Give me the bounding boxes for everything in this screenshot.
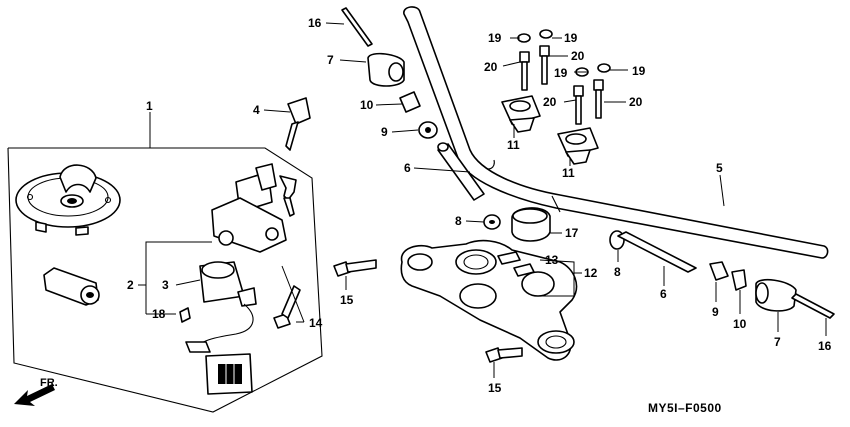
front-direction-arrow — [14, 384, 55, 406]
switch-connector — [179, 261, 257, 395]
callout-17: 17 — [565, 226, 579, 240]
left-bar-end — [341, 7, 485, 201]
leader-lines — [138, 22, 827, 378]
callout-labels: 1 2 3 4 5 6 6 7 7 8 8 9 9 10 10 11 11 12… — [127, 16, 832, 395]
callout-20-a: 20 — [484, 60, 498, 74]
callout-8-left: 8 — [455, 214, 462, 228]
callout-1: 1 — [146, 99, 153, 113]
bolt-14 — [273, 285, 301, 329]
assembly-outline-1 — [7, 147, 323, 413]
stem-nut-17 — [511, 207, 551, 242]
callout-14: 14 — [309, 316, 323, 330]
callout-12: 12 — [584, 266, 598, 280]
callout-3: 3 — [162, 278, 169, 292]
callout-13: 13 — [545, 253, 559, 267]
callout-9-left: 9 — [381, 125, 388, 139]
bolt-15-bottom — [485, 347, 523, 363]
callout-11-left: 11 — [507, 138, 520, 152]
callout-4: 4 — [253, 103, 260, 117]
callout-8-right: 8 — [614, 265, 621, 279]
callout-6-left: 6 — [404, 161, 411, 175]
diagram-code: MY5I–F0500 — [648, 401, 722, 415]
upper-holder-left — [501, 95, 541, 133]
lock-cylinder — [43, 267, 100, 306]
callout-5: 5 — [716, 161, 723, 175]
callout-11-right: 11 — [562, 166, 575, 180]
callout-15-bottom: 15 — [488, 381, 502, 395]
callout-20-d: 20 — [629, 95, 643, 109]
key — [285, 97, 311, 151]
callout-2: 2 — [127, 278, 134, 292]
callout-19-a: 19 — [488, 31, 502, 45]
holder-bolts — [519, 45, 604, 125]
upper-holder-right — [557, 127, 599, 165]
callout-19-d: 19 — [632, 64, 646, 78]
callout-16-right: 16 — [818, 339, 832, 353]
callout-19-b: 19 — [564, 31, 578, 45]
front-direction-label: FR. — [40, 377, 58, 389]
callout-20-c: 20 — [543, 95, 557, 109]
callout-16-left: 16 — [308, 16, 322, 30]
callout-10-right: 10 — [733, 317, 747, 331]
ignition-switch — [211, 163, 297, 253]
callout-7-right: 7 — [774, 335, 781, 349]
top-bridge — [400, 239, 578, 361]
callout-19-c: 19 — [554, 66, 568, 80]
right-bar-end — [609, 230, 835, 319]
handlebar-pipe — [403, 6, 829, 259]
callout-6-right: 6 — [660, 287, 667, 301]
callout-10-left: 10 — [360, 98, 374, 112]
fuel-cap — [15, 164, 121, 236]
callout-18: 18 — [152, 307, 166, 321]
callout-7-left: 7 — [327, 53, 334, 67]
callout-9-right: 9 — [712, 305, 719, 319]
callout-20-b: 20 — [571, 49, 585, 63]
bolt-15-left — [333, 259, 377, 277]
collar-8 — [483, 214, 501, 230]
callout-15-left: 15 — [340, 293, 354, 307]
